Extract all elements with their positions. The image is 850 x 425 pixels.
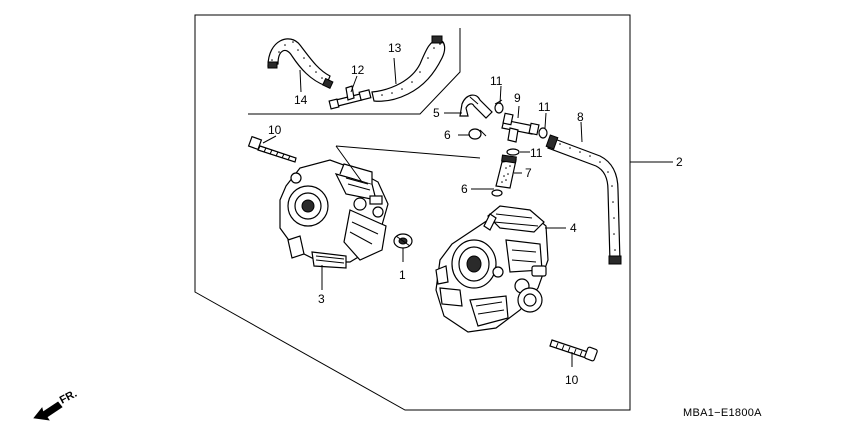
callout-11c: 11 [530,146,543,160]
hose-5 [459,94,493,119]
callout-10b: 10 [565,373,579,387]
hose-8 [545,134,622,265]
assembly-boundary [194,14,631,411]
cap-1 [393,233,413,249]
callout-10a: 10 [268,123,282,137]
callout-9: 9 [514,91,521,105]
callout-2: 2 [676,155,683,169]
callout-11a: 11 [490,74,503,88]
callout-6b: 6 [461,182,468,196]
callout-13: 13 [388,41,402,55]
callout-7: 7 [525,166,532,180]
clip-11-c [506,148,520,156]
carburetor-3 [279,159,389,269]
hose-7 [495,154,517,189]
callout-12: 12 [351,63,365,77]
clip-11-b [538,127,548,139]
callout-8: 8 [577,110,584,124]
drawing-code: MBA1−E1800A [683,407,762,419]
callout-5: 5 [433,106,440,120]
callout-4: 4 [570,221,577,235]
clip-11-a [494,99,504,114]
callout-6a: 6 [444,128,451,142]
front-direction-label: FR. [58,388,79,407]
clip-6-b [491,189,503,197]
bolt-10-left [247,135,297,163]
front-arrow-icon [33,401,63,421]
clip-6-a [468,128,487,140]
carburetor-4 [435,205,549,333]
bolt-10-right [549,339,598,362]
hose-13 [371,35,446,102]
callout-3: 3 [318,292,325,306]
callout-14: 14 [294,93,308,107]
hose-14 [267,38,334,89]
leader-lines [262,57,673,367]
front-direction-indicator: FR. [33,388,79,421]
t-joint-9 [501,112,540,143]
callout-1: 1 [399,268,406,282]
hose-group-boundary [248,28,461,115]
t-joint-12 [328,85,372,110]
callout-11b: 11 [538,100,551,114]
